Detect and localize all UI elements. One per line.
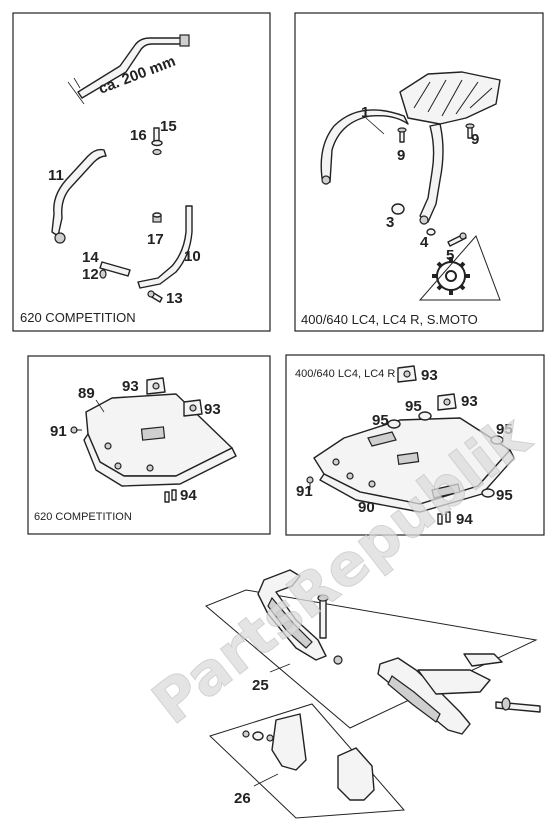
spacer-3 xyxy=(391,203,405,215)
bolt-5 xyxy=(447,232,467,247)
label-3: 3 xyxy=(386,214,394,231)
rubber-mount-93-c xyxy=(397,365,417,383)
label-16: 16 xyxy=(130,127,147,144)
rubber-mount-93-b xyxy=(183,399,203,417)
washer-4 xyxy=(426,228,436,236)
spacer-95-c xyxy=(490,435,504,445)
label-14: 14 xyxy=(82,249,99,266)
triangle-template xyxy=(418,235,501,301)
label-93-a: 93 xyxy=(122,378,139,395)
label-9-right: 9 xyxy=(471,131,479,148)
panel-620-competition-top: ca. 200 mm 16 15 11 17 14 12 xyxy=(12,12,271,332)
label-17: 17 xyxy=(147,231,164,248)
handguard-bolt-right xyxy=(495,697,541,713)
mounting-hardware-26 xyxy=(242,730,274,742)
label-10: 10 xyxy=(184,248,201,265)
label-90: 90 xyxy=(358,499,375,516)
panel-620-competition-skidplate: 89 93 93 91 94 620 COMPETITION xyxy=(27,355,271,535)
rubber-mount-93-d xyxy=(437,393,457,411)
panel-caption: 620 COMPETITION xyxy=(20,310,136,325)
label-95-a: 95 xyxy=(372,412,389,429)
panel-caption: 400/640 LC4, LC4 R xyxy=(295,368,395,380)
screw-91 xyxy=(70,426,82,434)
label-11: 11 xyxy=(48,167,64,184)
nut-17 xyxy=(152,212,162,223)
screw-91-right xyxy=(306,476,314,490)
label-15: 15 xyxy=(160,118,177,135)
label-93-c: 93 xyxy=(421,367,438,384)
label-95-c: 95 xyxy=(496,421,513,438)
label-4: 4 xyxy=(420,234,429,251)
label-91: 91 xyxy=(50,423,67,440)
bolts-94 xyxy=(164,489,177,503)
label-89: 89 xyxy=(78,385,95,402)
kit-outline-26 xyxy=(209,703,406,819)
deflector-part-right xyxy=(337,747,375,801)
label-25: 25 xyxy=(252,677,269,694)
panel-caption: 400/640 LC4, LC4 R, S.MOTO xyxy=(301,312,478,327)
rubber-mount-93-a xyxy=(146,377,166,395)
screw-9-right xyxy=(465,123,475,139)
bolts-94-right xyxy=(437,511,451,525)
spacer-95-b xyxy=(418,411,432,421)
panel-lc4-carrier: 1 9 9 3 4 5 400/640 LC4, LC4 R, S.MOTO xyxy=(294,12,544,332)
bolt-15-16 xyxy=(151,127,163,156)
label-94: 94 xyxy=(180,487,197,504)
handguard-bolt-left xyxy=(317,594,329,639)
label-5: 5 xyxy=(446,247,454,264)
nut-left xyxy=(333,655,343,665)
label-1: 1 xyxy=(361,104,369,121)
bolt-13 xyxy=(147,290,163,303)
label-95-d: 95 xyxy=(496,487,513,504)
screw-9-left xyxy=(397,127,407,143)
label-12: 12 xyxy=(82,266,99,283)
handguard-kit-section: 25 26 xyxy=(205,569,541,819)
spacer-95-a xyxy=(387,419,401,429)
label-93-b: 93 xyxy=(204,401,221,418)
luggage-carrier-part-1 xyxy=(320,71,501,225)
clamp-12-14 xyxy=(99,261,131,279)
handguard-part-left xyxy=(257,569,327,661)
label-91-right: 91 xyxy=(296,483,313,500)
spacer-95-d xyxy=(481,488,495,498)
label-94-right: 94 xyxy=(456,511,473,528)
tube-part-10 xyxy=(137,205,193,289)
panel-lc4-skidplate: 400/640 LC4, LC4 R 93 95 95 93 95 91 90 … xyxy=(285,354,545,536)
skid-plate-part-90 xyxy=(313,417,515,513)
deflector-part-left xyxy=(271,713,307,771)
grip-bar-part xyxy=(463,653,503,667)
gear-icon xyxy=(432,257,470,295)
panel-caption: 620 COMPETITION xyxy=(34,511,132,523)
label-9-left: 9 xyxy=(397,147,405,164)
handguard-part-right xyxy=(377,657,491,735)
label-13: 13 xyxy=(166,290,183,307)
label-26: 26 xyxy=(234,790,251,807)
label-95-b: 95 xyxy=(405,398,422,415)
label-93-d: 93 xyxy=(461,393,478,410)
kit-outline-25 xyxy=(205,589,538,729)
